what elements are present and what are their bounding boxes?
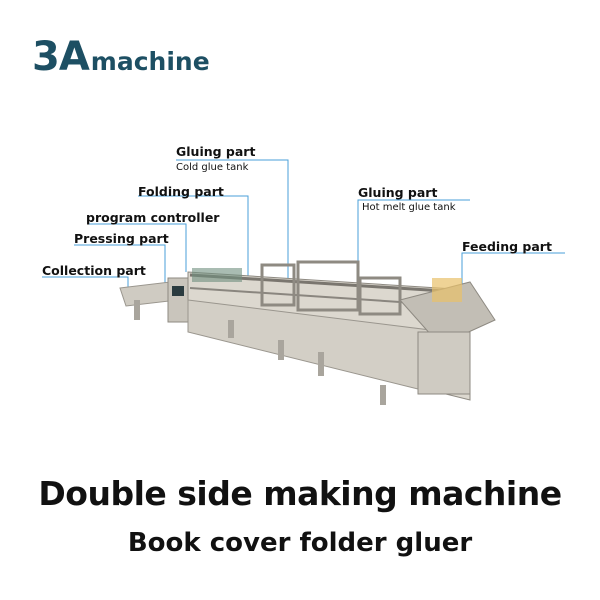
machine-body (119, 260, 496, 405)
title-main: Double side making machine (38, 474, 562, 513)
label-gluing-cold: Gluing part (176, 144, 256, 159)
callout-line-folding (138, 195, 249, 285)
logo-word: machine (90, 47, 210, 76)
brand-logo: 3A machine (32, 34, 210, 80)
label-pressing: Pressing part (74, 231, 169, 246)
title-sub: Book cover folder gluer (127, 528, 473, 558)
label-gluing-cold-sub: Cold glue tank (176, 162, 249, 173)
callout-line-collection (42, 276, 129, 290)
label-feeding: Feeding part (462, 239, 552, 254)
label-folding: Folding part (138, 184, 224, 199)
callout-line-pressing (74, 244, 166, 285)
label-collection: Collection part (42, 263, 146, 278)
logo-mark: 3A (32, 34, 90, 80)
label-gluing-hot: Gluing part (358, 185, 438, 200)
label-program-controller: program controller (86, 210, 220, 225)
label-gluing-hot-sub: Hot melt glue tank (362, 202, 456, 213)
callout-line-program (88, 223, 187, 272)
callout-line-gluing-cold (176, 159, 289, 300)
